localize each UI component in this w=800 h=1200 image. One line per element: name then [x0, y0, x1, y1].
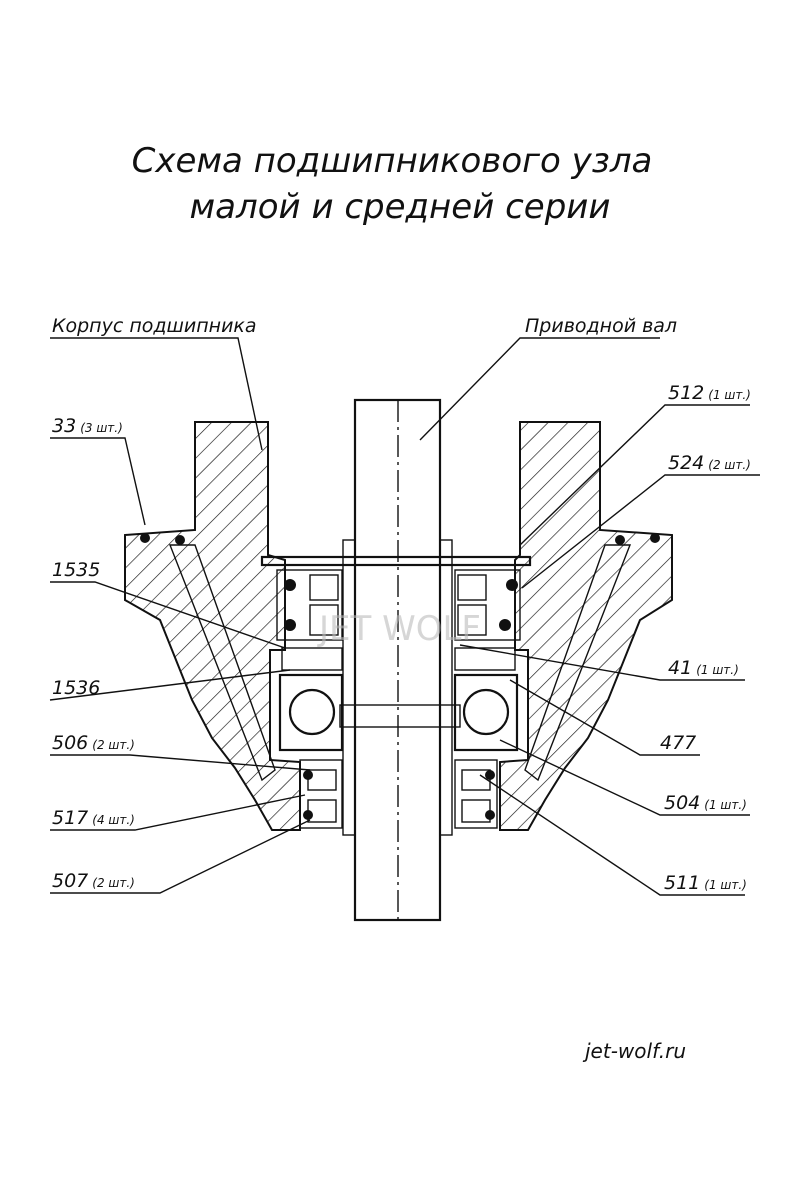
- drive-shaft: [339, 398, 461, 922]
- spacer-ring-right: [454, 647, 516, 671]
- title-line-2: малой и средней серии: [190, 187, 611, 227]
- label-511: 511(1 шт.): [664, 872, 747, 894]
- label-477: 477: [660, 732, 696, 754]
- housing-left: [124, 421, 301, 831]
- lower-seal-right: [454, 759, 498, 829]
- ball-bearing-left: [278, 673, 344, 752]
- watermark: JET WOLF: [317, 609, 481, 649]
- label-507: 507(2 шт.): [52, 870, 135, 892]
- label-504: 504(1 шт.): [664, 792, 747, 814]
- label-33: 33(3 шт.): [52, 415, 123, 437]
- o-rings-33: [140, 533, 660, 545]
- label-506: 506(2 шт.): [52, 732, 135, 754]
- leader-lines: [49, 337, 760, 896]
- label-41: 41(1 шт.): [668, 657, 739, 679]
- label-1536: 1536: [52, 677, 100, 699]
- label-housing: Корпус подшипника: [52, 315, 257, 337]
- housing-cavities: [168, 544, 632, 782]
- label-512: 512(1 шт.): [668, 382, 751, 404]
- lower-seal-left: [299, 759, 343, 829]
- label-517: 517(4 шт.): [52, 807, 135, 829]
- top-cap-plate: [260, 555, 532, 567]
- title-line-1: Схема подшипникового узла: [132, 141, 653, 181]
- label-524: 524(2 шт.): [668, 452, 751, 474]
- site-url: jet-wolf.ru: [582, 1039, 686, 1063]
- spacer-ring-left: [281, 647, 343, 671]
- label-1535: 1535: [52, 559, 100, 581]
- ball-bearing-right: [453, 673, 519, 752]
- upper-seal-left: [276, 569, 343, 641]
- upper-seal-right: [454, 569, 521, 641]
- label-shaft: Приводной вал: [525, 315, 677, 337]
